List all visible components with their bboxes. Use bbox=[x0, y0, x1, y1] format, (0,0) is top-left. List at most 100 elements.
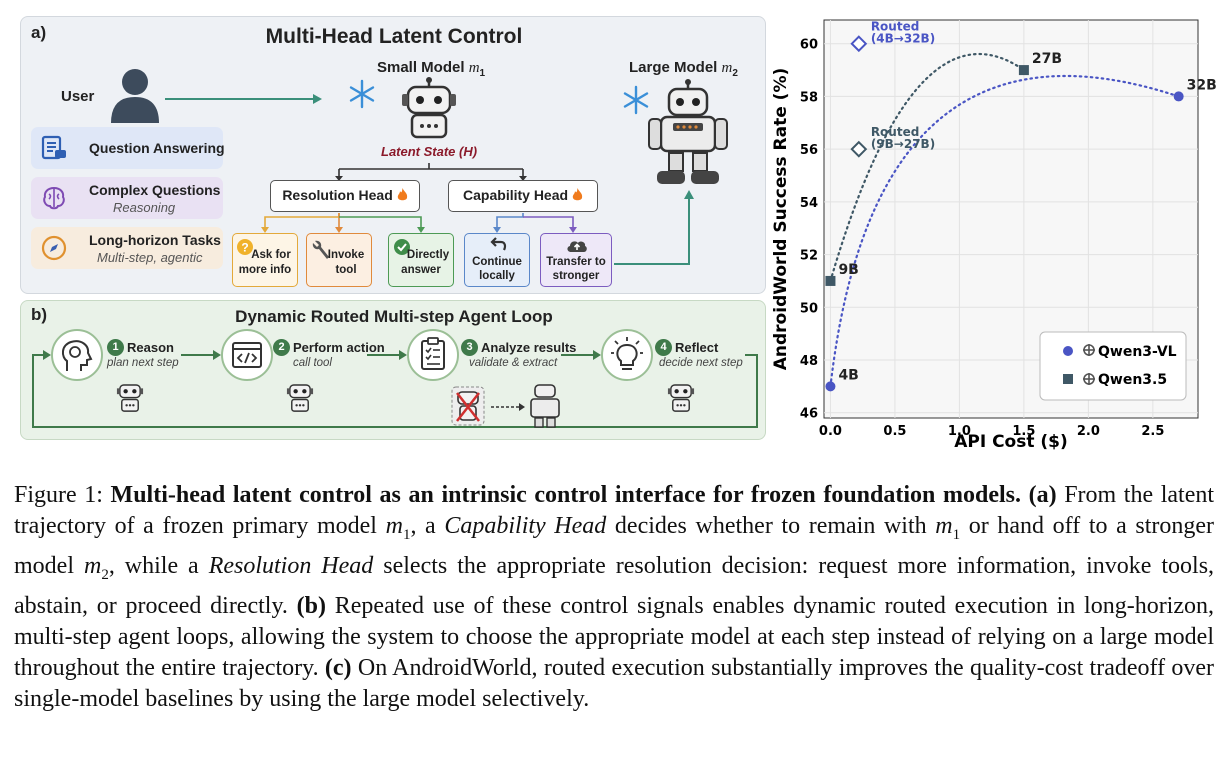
figure-label: Figure 1: bbox=[14, 482, 103, 508]
qwen-logo-icon bbox=[1083, 344, 1095, 356]
y-tick-label: 54 bbox=[800, 196, 818, 211]
caption-text: selects the appropriate resolution decis… bbox=[14, 552, 1215, 619]
legend-label-qwen3-vl: Qwen3-VL bbox=[1098, 344, 1177, 360]
step-subtitle: decide next step bbox=[659, 357, 743, 369]
figure-caption: Figure 1: Multi-head latent control as a… bbox=[14, 480, 1214, 715]
code-window-icon bbox=[232, 342, 262, 368]
clipboard-check-icon bbox=[421, 337, 445, 370]
y-tick-label: 58 bbox=[800, 90, 818, 105]
brain-icon bbox=[43, 186, 65, 210]
lightbulb-icon bbox=[611, 337, 643, 370]
caption-text: , a bbox=[410, 513, 436, 539]
x-tick-label: 0.5 bbox=[883, 424, 906, 439]
caption-resolution-head: Resolution Head bbox=[208, 552, 374, 579]
data-point-square bbox=[825, 275, 836, 286]
fire-icon bbox=[397, 188, 407, 201]
caption-text: or hand off to a stronger model bbox=[14, 513, 1215, 579]
step-action-icon-circle bbox=[221, 329, 273, 381]
panel-a-label: a) bbox=[31, 23, 47, 42]
user-icon bbox=[111, 69, 159, 123]
check-icon bbox=[394, 239, 410, 255]
x-axis-label: API Cost ($) bbox=[954, 432, 1068, 452]
caption-text: Repeated use of these control signals en… bbox=[14, 592, 1215, 681]
step-number: 4 bbox=[655, 339, 672, 356]
small-robot-icon bbox=[402, 77, 456, 139]
decision-transfer-stronger: Transfer to stronger bbox=[540, 233, 612, 287]
caption-a-label: (a) bbox=[1028, 482, 1057, 508]
routed-point-label: Routed bbox=[871, 20, 920, 34]
user-label: User bbox=[61, 88, 95, 105]
x-tick-label: 1.0 bbox=[948, 424, 971, 439]
step-subtitle: call tool bbox=[293, 357, 332, 369]
step-title: Reflect bbox=[675, 340, 719, 355]
data-point-square bbox=[1018, 65, 1029, 76]
task-title: Complex Questions bbox=[89, 182, 221, 198]
caption-text: From the latent trajectory of a frozen p… bbox=[14, 482, 1215, 539]
latent-state-label: Latent State (H) bbox=[381, 144, 478, 159]
math-sub: 2 bbox=[101, 566, 109, 583]
legend-label-qwen3-5: Qwen3.5 bbox=[1098, 372, 1167, 388]
routed-point-diamond bbox=[850, 140, 868, 158]
y-tick-label: 50 bbox=[800, 301, 818, 316]
step-reason-icon-circle bbox=[51, 329, 103, 381]
task-question-answering: Question Answering bbox=[31, 127, 225, 169]
qwen-logo-icon bbox=[1083, 373, 1095, 385]
step-subtitle: plan next step bbox=[107, 357, 179, 369]
routed-point-label: Routed bbox=[871, 125, 920, 139]
document-chat-icon bbox=[41, 135, 66, 160]
panel-b: b) Dynamic Routed Multi-step Agent Loop … bbox=[20, 300, 766, 440]
step-title: Reason bbox=[127, 340, 174, 355]
snowflake-icon bbox=[623, 85, 649, 115]
caption-text: decides whether to remain with bbox=[614, 513, 927, 539]
caption-text: On AndroidWorld, routed execution substa… bbox=[14, 654, 1215, 712]
question-icon: ? bbox=[237, 239, 253, 255]
data-point-circle bbox=[825, 381, 836, 392]
step-number: 1 bbox=[107, 339, 124, 356]
step-title: Analyze results bbox=[481, 340, 577, 355]
cloud-upload-icon bbox=[567, 241, 587, 252]
y-axis-label: AndroidWorld Success Rate (%) bbox=[771, 68, 791, 371]
chart-legend: Qwen3-VL Qwen3.5 bbox=[1039, 331, 1187, 401]
step-number: 2 bbox=[273, 339, 290, 356]
math-m: m bbox=[935, 513, 953, 539]
math-m: m bbox=[83, 552, 102, 579]
legend-box bbox=[1039, 331, 1187, 401]
decision-ask-more-info: ? Ask for more info bbox=[232, 233, 298, 287]
legend-marker-qwen3-5 bbox=[1063, 374, 1073, 384]
math-m: m bbox=[385, 513, 403, 539]
task-title: Question Answering bbox=[89, 140, 225, 156]
legend-marker-qwen3-vl bbox=[1063, 346, 1073, 356]
decision-directly-answer: Directly answer bbox=[388, 233, 454, 287]
x-tick-label: 2.5 bbox=[1141, 424, 1164, 439]
capability-head: Capability Head bbox=[448, 180, 598, 212]
x-tick-label: 1.5 bbox=[1012, 424, 1035, 439]
data-point-circle bbox=[1173, 91, 1184, 102]
data-point-label: 4B bbox=[838, 367, 858, 383]
large-robot-icon bbox=[648, 79, 728, 184]
task-title: Long-horizon Tasks bbox=[89, 232, 221, 248]
trend-curve-qwen3-vl bbox=[829, 74, 1180, 388]
math-sub: 1 bbox=[402, 526, 411, 543]
y-tick-label: 60 bbox=[800, 38, 818, 53]
snowflake-icon bbox=[349, 79, 375, 109]
resolution-head: Resolution Head bbox=[270, 180, 420, 212]
panel-b-title: Dynamic Routed Multi-step Agent Loop bbox=[235, 307, 553, 326]
small-robot-icon bbox=[286, 384, 314, 412]
small-model-label: Small Model m1 bbox=[377, 59, 486, 79]
math-sub: 1 bbox=[952, 526, 961, 543]
small-robot-icon bbox=[667, 384, 695, 412]
x-tick-label: 0.0 bbox=[819, 424, 842, 439]
step-reflect-icon-circle bbox=[601, 329, 653, 381]
step-subtitle: validate & extract bbox=[469, 357, 558, 369]
decision-invoke-tool: Invoke tool bbox=[306, 233, 372, 287]
y-tick-label: 56 bbox=[800, 143, 818, 158]
wrench-icon bbox=[312, 240, 329, 259]
step-title: Perform action bbox=[293, 340, 385, 355]
caption-bold-title: Multi-head latent control as an intrinsi… bbox=[110, 482, 1021, 508]
trend-curves bbox=[829, 52, 1180, 388]
caption-c-label: (c) bbox=[324, 654, 352, 681]
